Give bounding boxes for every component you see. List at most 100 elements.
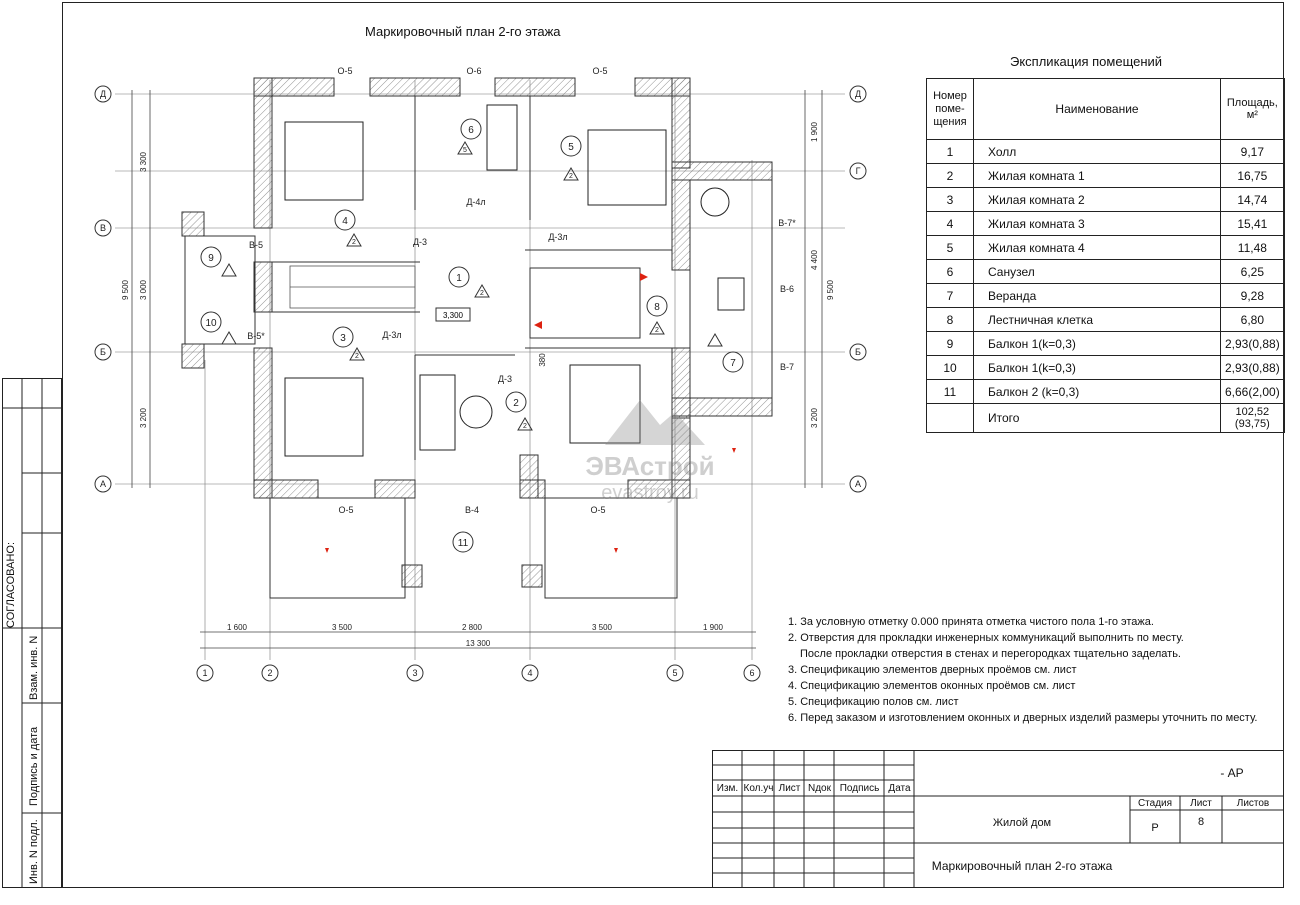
furniture bbox=[284, 104, 745, 457]
level-box bbox=[435, 307, 471, 322]
room-11: 11 bbox=[458, 538, 469, 549]
stamp-col-3: Лист bbox=[778, 783, 801, 794]
general-notes: 1. За условную отметку 0.000 принята отм… bbox=[788, 614, 1257, 726]
axis-1: 1 bbox=[202, 668, 207, 678]
side-door-label-3: В-7* bbox=[778, 218, 796, 228]
side-door-label-5: В-7 bbox=[780, 362, 794, 372]
row-name: Холл bbox=[973, 139, 1221, 164]
door-label-1: Д-4л bbox=[466, 197, 485, 207]
row-number: 8 bbox=[926, 307, 974, 332]
plan-title: Маркировочный план 2-го этажа bbox=[365, 24, 561, 39]
title-block: Изм. Кол.уч Лист Nдок Подпись Дата - АР … bbox=[712, 750, 1284, 888]
col-name: Наименование bbox=[973, 78, 1221, 140]
floor-mark-6: 5 bbox=[463, 147, 467, 154]
room-10: 10 bbox=[205, 318, 217, 329]
row-name: Жилая комната 1 bbox=[973, 163, 1221, 188]
side-door-label-2: В-5* bbox=[247, 331, 265, 341]
room-6: 6 bbox=[468, 125, 474, 136]
window-label-4: О-5 bbox=[338, 505, 353, 515]
floor-mark-7: 2 bbox=[655, 327, 659, 334]
axis-V-left: В bbox=[100, 223, 106, 233]
total-row: Итого 102,52 (93,75) bbox=[926, 403, 1285, 433]
dim-bottom-5: 1 900 bbox=[703, 623, 724, 632]
axis-3: 3 bbox=[412, 668, 417, 678]
stamp-col-2: Кол.уч bbox=[743, 783, 774, 794]
col-number: Номер поме-щения bbox=[926, 78, 974, 140]
total-value: 102,52 (93,75) bbox=[1220, 403, 1285, 433]
floor-mark-5: 2 bbox=[569, 173, 573, 180]
axis-D-right: Д bbox=[855, 89, 861, 99]
room-4: 4 bbox=[342, 216, 348, 227]
row-area: 6,80 bbox=[1220, 307, 1285, 332]
watermark-site: evastroy.ru bbox=[601, 482, 699, 504]
dim-right-total: 9 500 bbox=[826, 279, 835, 300]
stamp-col-1: Изм. bbox=[716, 783, 739, 794]
inv-orig-label: Инв. N подл. bbox=[28, 819, 40, 884]
floor-mark-2: 2 bbox=[523, 423, 527, 430]
side-door-label-1: В-5 bbox=[249, 240, 263, 250]
door-label-5: Д-3 bbox=[498, 374, 512, 384]
room-markers: 1 2 3 4 5 6 7 8 9 10 11 bbox=[200, 118, 744, 553]
stamp-sheet-label: Лист bbox=[1190, 797, 1212, 809]
row-number: 7 bbox=[926, 283, 974, 308]
watermark-logo-icon bbox=[605, 400, 705, 445]
dim-left-1: 3 300 bbox=[139, 151, 148, 172]
row-area: 2,93(0,88) bbox=[1220, 331, 1285, 356]
row-area: 16,75 bbox=[1220, 163, 1285, 188]
note-line: 1. За условную отметку 0.000 принята отм… bbox=[788, 616, 1154, 628]
dim-right-3: 3 200 bbox=[810, 407, 819, 428]
window-label-3: О-5 bbox=[592, 66, 607, 76]
row-number: 4 bbox=[926, 211, 974, 236]
room-8: 8 bbox=[654, 302, 660, 313]
row-name: Лестничная клетка bbox=[973, 307, 1221, 332]
dim-bottom-4: 3 500 bbox=[592, 623, 613, 632]
floor-plan: 1 600 3 500 2 800 3 500 1 900 13 300 3 3… bbox=[94, 66, 867, 682]
room-9: 9 bbox=[208, 253, 214, 264]
explication-table: Номер поме-щения Наименование Площадь, м… bbox=[926, 78, 1285, 433]
stamp-sheet: 8 bbox=[1197, 816, 1205, 828]
window-label-5: О-5 bbox=[590, 505, 605, 515]
row-area: 15,41 bbox=[1220, 211, 1285, 236]
axis-B-right: Б bbox=[855, 347, 861, 357]
slope-arrows bbox=[325, 273, 736, 553]
dim-bottom-1: 1 600 bbox=[227, 623, 248, 632]
row-number: 11 bbox=[926, 379, 974, 404]
dim-bottom-3: 2 800 bbox=[462, 623, 483, 632]
row-name: Санузел bbox=[973, 259, 1221, 284]
wardrobe bbox=[289, 265, 416, 309]
window-label-2: О-6 bbox=[466, 66, 481, 76]
axis-A-right: А bbox=[855, 479, 861, 489]
dim-bottom-2: 3 500 bbox=[332, 623, 353, 632]
dim-left-2: 3 000 bbox=[139, 279, 148, 300]
stamp-code: - АР bbox=[1220, 766, 1244, 780]
stamp-stage-label: Стадия bbox=[1137, 797, 1173, 809]
axis-5: 5 bbox=[672, 668, 677, 678]
door-label-3: Д-3л bbox=[548, 232, 567, 242]
axis-G-right: Г bbox=[856, 166, 861, 176]
row-name: Балкон 1(k=0,3) bbox=[973, 331, 1221, 356]
note-line: 3. Спецификацию элементов дверных проёмо… bbox=[788, 664, 1077, 676]
row-area: 14,74 bbox=[1220, 187, 1285, 212]
sign-date-label: Подпись и дата bbox=[28, 726, 40, 806]
explication-title: Экспликация помещений bbox=[1010, 54, 1163, 69]
row-name: Жилая комната 4 bbox=[973, 235, 1221, 260]
row-number: 3 bbox=[926, 187, 974, 212]
dim-total: 13 300 bbox=[466, 639, 491, 648]
dim-380: 380 bbox=[538, 353, 547, 367]
stamp-col-5: Подпись bbox=[839, 783, 880, 794]
floor-mark-3: 2 bbox=[355, 353, 359, 360]
axis-4: 4 bbox=[527, 668, 532, 678]
note-line: 6. Перед заказом и изготовлением оконных… bbox=[788, 712, 1258, 724]
row-number: 10 bbox=[926, 355, 974, 380]
note-line: 5. Спецификацию полов см. лист bbox=[788, 696, 959, 708]
axis-2: 2 bbox=[267, 668, 272, 678]
stamp-col-6: Дата bbox=[888, 783, 911, 794]
